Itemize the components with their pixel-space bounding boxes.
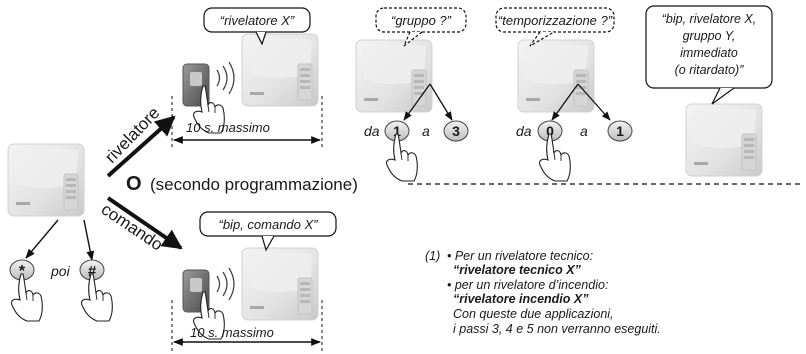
footnote-line-6: i passi 3, 4 e 5 non verranno eseguiti. <box>453 322 661 336</box>
bubble-detector-name-text: “rivelatore X” <box>220 13 295 28</box>
or-text: (secondo programmazione) <box>150 175 358 194</box>
footnote-line-2: “rivelatore tecnico X” <box>453 263 582 277</box>
timing-da: da <box>516 123 532 139</box>
keypad-arrows <box>25 219 95 261</box>
timer-top: 10 s. massimo <box>171 96 323 150</box>
or-divider: O (secondo programmazione) <box>126 173 804 195</box>
bubble-detector-name: “rivelatore X” <box>203 7 311 46</box>
footnote-marker: (1) <box>425 249 440 263</box>
group-a: a <box>422 123 430 139</box>
branch-arrows <box>106 115 183 250</box>
footnote-line-3: • per un rivelatore d’incendio: <box>447 278 608 292</box>
key-hash: # <box>79 259 113 322</box>
timer-bottom-label: 10 s. massimo <box>190 325 274 340</box>
summary-line-1: “bip, rivelatore X, <box>662 12 756 26</box>
key-timing-to-label: 1 <box>616 123 624 139</box>
key-timing-from-label: 0 <box>546 123 554 139</box>
or-letter: O <box>126 173 142 195</box>
bubble-command-text: “bip, comando X” <box>219 217 319 232</box>
key-star: * <box>9 259 43 322</box>
key-group-from: 1 <box>384 120 418 182</box>
bubble-timing: “temporizzazione ?” <box>495 7 615 47</box>
bubble-timing-text: “temporizzazione ?” <box>498 13 613 28</box>
summary-line-4: (o ritardato)” <box>675 63 745 77</box>
timing-a: a <box>580 123 588 139</box>
panel-top-1 <box>241 33 319 107</box>
key-hash-label: # <box>88 263 97 280</box>
keys-poi: poi <box>50 263 71 279</box>
key-timing-to: 1 <box>607 120 633 142</box>
bubble-summary: “bip, rivelatore X, gruppo Y, immediato … <box>645 5 773 105</box>
key-star-label: * <box>19 263 26 280</box>
group-da: da <box>364 123 380 139</box>
panel-bottom <box>241 247 319 321</box>
group-arrows <box>403 83 453 121</box>
summary-line-2: gruppo Y, <box>683 29 736 43</box>
key-group-to-label: 3 <box>452 123 460 139</box>
key-timing-from: 0 <box>537 120 571 182</box>
timer-bottom: 10 s. massimo <box>171 300 323 352</box>
bubble-group-text: “gruppo ?” <box>391 13 452 28</box>
panel-top-4 <box>685 103 763 177</box>
bubble-group: “gruppo ?” <box>375 7 467 47</box>
control-panel <box>7 143 85 217</box>
panel-top-3 <box>517 39 595 113</box>
footnote: (1) • Per un rivelatore tecnico: “rivela… <box>425 249 661 336</box>
key-group-from-label: 1 <box>393 123 401 139</box>
branch-label-command: comando <box>98 200 167 255</box>
summary-line-3: immediato <box>680 46 738 60</box>
footnote-line-5: Con queste due applicazioni, <box>453 307 614 321</box>
bubble-command: “bip, comando X” <box>199 211 337 252</box>
timer-top-label: 10 s. massimo <box>186 120 270 135</box>
timing-arrows <box>551 83 611 121</box>
footnote-line-4: “rivelatore incendio X” <box>453 292 589 306</box>
key-group-to: 3 <box>443 120 469 142</box>
footnote-line-1: • Per un rivelatore tecnico: <box>447 249 593 263</box>
panel-top-2 <box>355 39 433 113</box>
